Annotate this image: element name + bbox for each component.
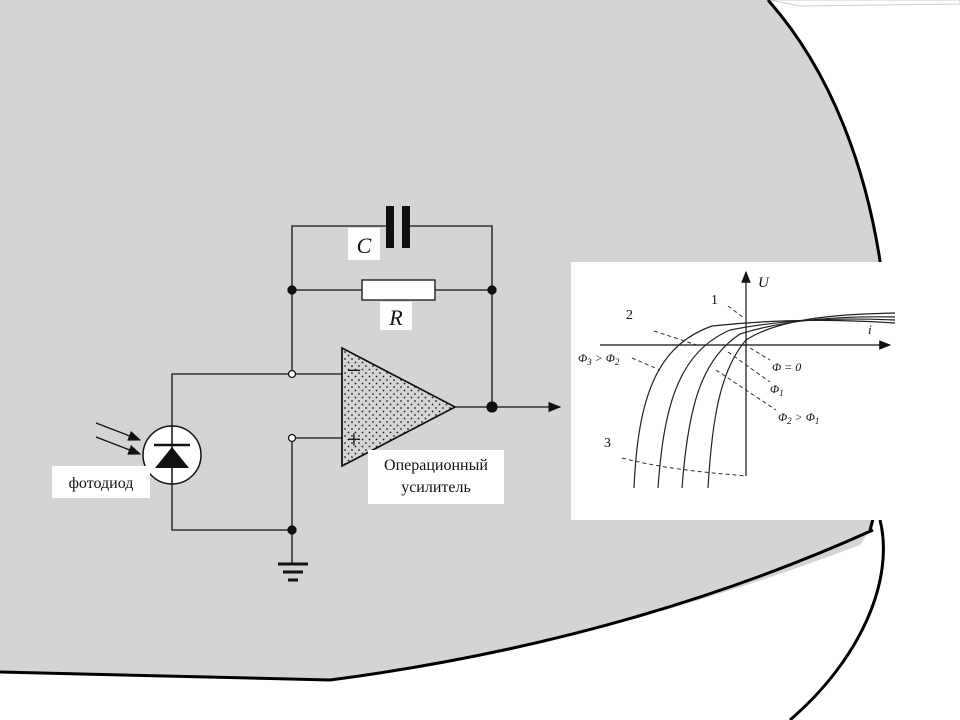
resistor bbox=[361, 279, 436, 301]
resistor-label: R bbox=[388, 305, 403, 330]
leader-phi0 bbox=[749, 347, 771, 361]
dashed-line-1 bbox=[727, 305, 745, 319]
capacitor-wire-right bbox=[410, 225, 493, 290]
leader-phi2 bbox=[715, 369, 777, 411]
junction-dot bbox=[287, 285, 297, 295]
volt-ampere-graph: U i 1 2 3 Φ = 0 Φ1 Φ2 > Φ1 Φ3 > Φ2 bbox=[571, 262, 919, 520]
curve-label-3: 3 bbox=[604, 436, 611, 451]
photodiode-bottom-wire bbox=[171, 480, 292, 531]
opamp-plus-sign: + bbox=[347, 425, 362, 454]
open-terminal bbox=[287, 433, 297, 443]
flux-label-phi0: Φ = 0 bbox=[772, 360, 801, 374]
dashed-line-2 bbox=[653, 330, 701, 347]
curve-phi3 bbox=[633, 319, 896, 489]
opamp-label-line1: Операционный bbox=[384, 457, 488, 474]
light-arrow-icon bbox=[95, 422, 142, 441]
photodiode-top-wire bbox=[171, 373, 289, 432]
capacitor-plate-right bbox=[402, 206, 410, 248]
capacitor-wire bbox=[291, 225, 386, 290]
graph-panel bbox=[571, 262, 919, 520]
flux-label-phi2: Φ2 > Φ1 bbox=[778, 410, 819, 426]
top-right-white-band bbox=[769, 0, 960, 7]
circuit-diagram bbox=[95, 206, 562, 582]
opamp-label-line2: усилитель bbox=[401, 479, 471, 496]
light-arrow-icon bbox=[95, 436, 142, 455]
open-terminal bbox=[287, 369, 297, 379]
curve-phi2 bbox=[657, 318, 896, 489]
junction-dot bbox=[287, 525, 297, 535]
photodiode-label: фотодиод bbox=[69, 475, 134, 492]
capacitor-label: C bbox=[357, 233, 372, 258]
curve-phi0 bbox=[707, 312, 896, 489]
leader-phi3 bbox=[631, 357, 661, 371]
curve-label-2: 2 bbox=[626, 308, 633, 323]
photodiode-icon bbox=[142, 425, 202, 485]
junction-dot bbox=[486, 401, 498, 413]
flux-label-phi1: Φ1 bbox=[770, 382, 784, 398]
ground-icon bbox=[278, 562, 308, 582]
junction-dot bbox=[487, 285, 497, 295]
circuit-labels: C R − + фотодиод Операционный усилитель bbox=[52, 228, 504, 504]
curve-label-1: 1 bbox=[711, 293, 718, 308]
lower-right-curve bbox=[789, 519, 885, 720]
x-axis-label: i bbox=[868, 322, 872, 337]
capacitor-plate-left bbox=[386, 206, 394, 248]
opamp-minus-sign: − bbox=[347, 356, 362, 385]
flux-label-phi3: Φ3 > Φ2 bbox=[578, 351, 620, 367]
gray-blob-outline-bottom bbox=[0, 528, 874, 682]
y-axis-label: U bbox=[758, 275, 770, 291]
curve-phi1 bbox=[681, 316, 896, 489]
leader-phi1 bbox=[727, 351, 771, 383]
